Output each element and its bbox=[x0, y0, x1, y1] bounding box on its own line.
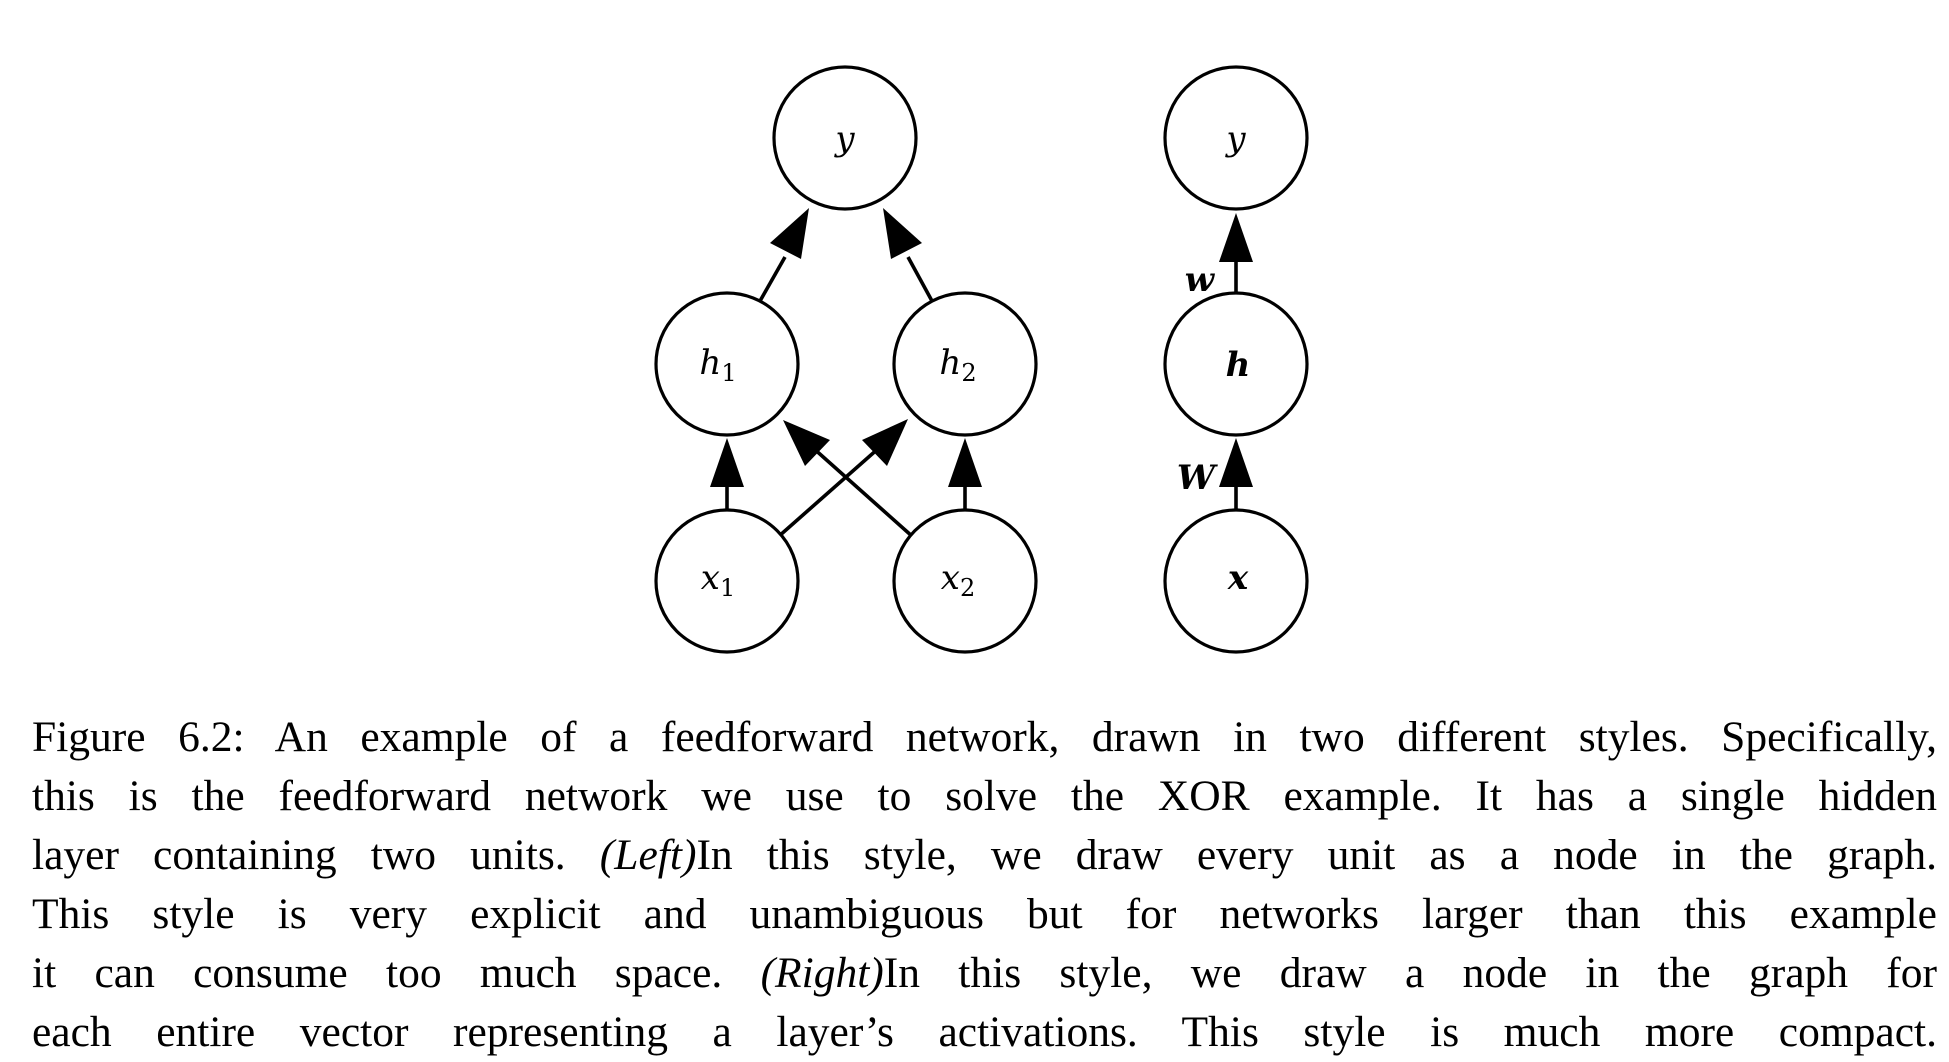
feedforward-network-diagram: y h1 h2 x1 bbox=[654, 65, 1309, 654]
node-x2: x2 bbox=[892, 508, 1038, 654]
node-x2-label: x bbox=[941, 558, 960, 598]
edge-label-w: w bbox=[1185, 260, 1216, 300]
arrowhead-x2-h2 bbox=[948, 438, 982, 487]
svg-text:x1: x1 bbox=[701, 558, 735, 602]
arrowhead-h2-y bbox=[883, 208, 922, 259]
node-y-left: y bbox=[772, 65, 918, 211]
caption-left-label: (Left) bbox=[599, 831, 697, 879]
right-edges: W w bbox=[1177, 213, 1253, 510]
node-x1-label: x bbox=[701, 558, 720, 598]
caption-line-3: layer containing two units. (Left)In thi… bbox=[32, 826, 1937, 885]
left-diagram: y h1 h2 x1 bbox=[654, 65, 1038, 654]
svg-text:h2: h2 bbox=[939, 343, 976, 387]
svg-text:h1: h1 bbox=[699, 343, 736, 387]
caption-right-label: (Right) bbox=[760, 949, 884, 997]
node-h1-label: h bbox=[699, 343, 721, 383]
arrowhead-x2-h1 bbox=[783, 420, 830, 466]
edge-h1-y bbox=[758, 256, 787, 302]
node-y-right: y bbox=[1163, 65, 1309, 211]
arrowhead-h-y bbox=[1219, 213, 1253, 262]
node-h1: h1 bbox=[654, 291, 800, 437]
right-nodes: y h x bbox=[1163, 65, 1309, 654]
right-diagram: W w y h x bbox=[1163, 65, 1309, 654]
node-x1: x1 bbox=[654, 508, 800, 654]
caption-line-3-b: In this style, we draw every unit as a n… bbox=[696, 831, 1937, 879]
left-edges bbox=[710, 208, 982, 539]
edge-x2-h1 bbox=[810, 445, 915, 539]
caption-line-1: Figure 6.2: An example of a feedforward … bbox=[32, 713, 1937, 761]
node-h2-subscript: 2 bbox=[961, 359, 976, 387]
node-h-vector-label: h bbox=[1226, 345, 1251, 385]
edge-label-W: W bbox=[1177, 458, 1218, 498]
caption-line-5: it can consume too much space. (Right)In… bbox=[32, 944, 1937, 1003]
arrowhead-x1-h2 bbox=[862, 419, 908, 466]
figure-caption: Figure 6.2: An example of a feedforward … bbox=[32, 708, 1937, 1062]
caption-line-5-b: In this style, we draw a node in the gra… bbox=[883, 949, 1937, 997]
node-h2: h2 bbox=[892, 291, 1038, 437]
left-nodes: y h1 h2 x1 bbox=[654, 65, 1038, 654]
node-x2-subscript: 2 bbox=[960, 574, 975, 602]
edge-x1-h2 bbox=[776, 445, 882, 539]
caption-line-2: this is the feedforward network we use t… bbox=[32, 772, 1937, 820]
caption-line-3-a: layer containing two units. bbox=[32, 831, 600, 879]
node-x-vector-label: x bbox=[1227, 558, 1249, 598]
node-y-right-label: y bbox=[1224, 119, 1246, 159]
node-y-left-label: y bbox=[833, 119, 855, 159]
node-h-vector: h bbox=[1163, 291, 1309, 437]
node-h2-label: h bbox=[939, 343, 961, 383]
caption-line-5-a: it can consume too much space. bbox=[32, 949, 761, 997]
node-x1-subscript: 1 bbox=[720, 574, 735, 602]
edge-h2-y bbox=[906, 256, 934, 302]
arrowhead-x1-h1 bbox=[710, 438, 744, 487]
arrowhead-x-h bbox=[1219, 438, 1253, 487]
caption-line-4: This style is very explicit and unambigu… bbox=[32, 890, 1937, 938]
arrowhead-h1-y bbox=[770, 208, 809, 259]
svg-text:x2: x2 bbox=[941, 558, 975, 602]
node-x-vector: x bbox=[1163, 508, 1309, 654]
caption-line-6: each entire vector representing a layer’… bbox=[32, 1008, 1937, 1056]
node-h1-subscript: 1 bbox=[721, 359, 736, 387]
